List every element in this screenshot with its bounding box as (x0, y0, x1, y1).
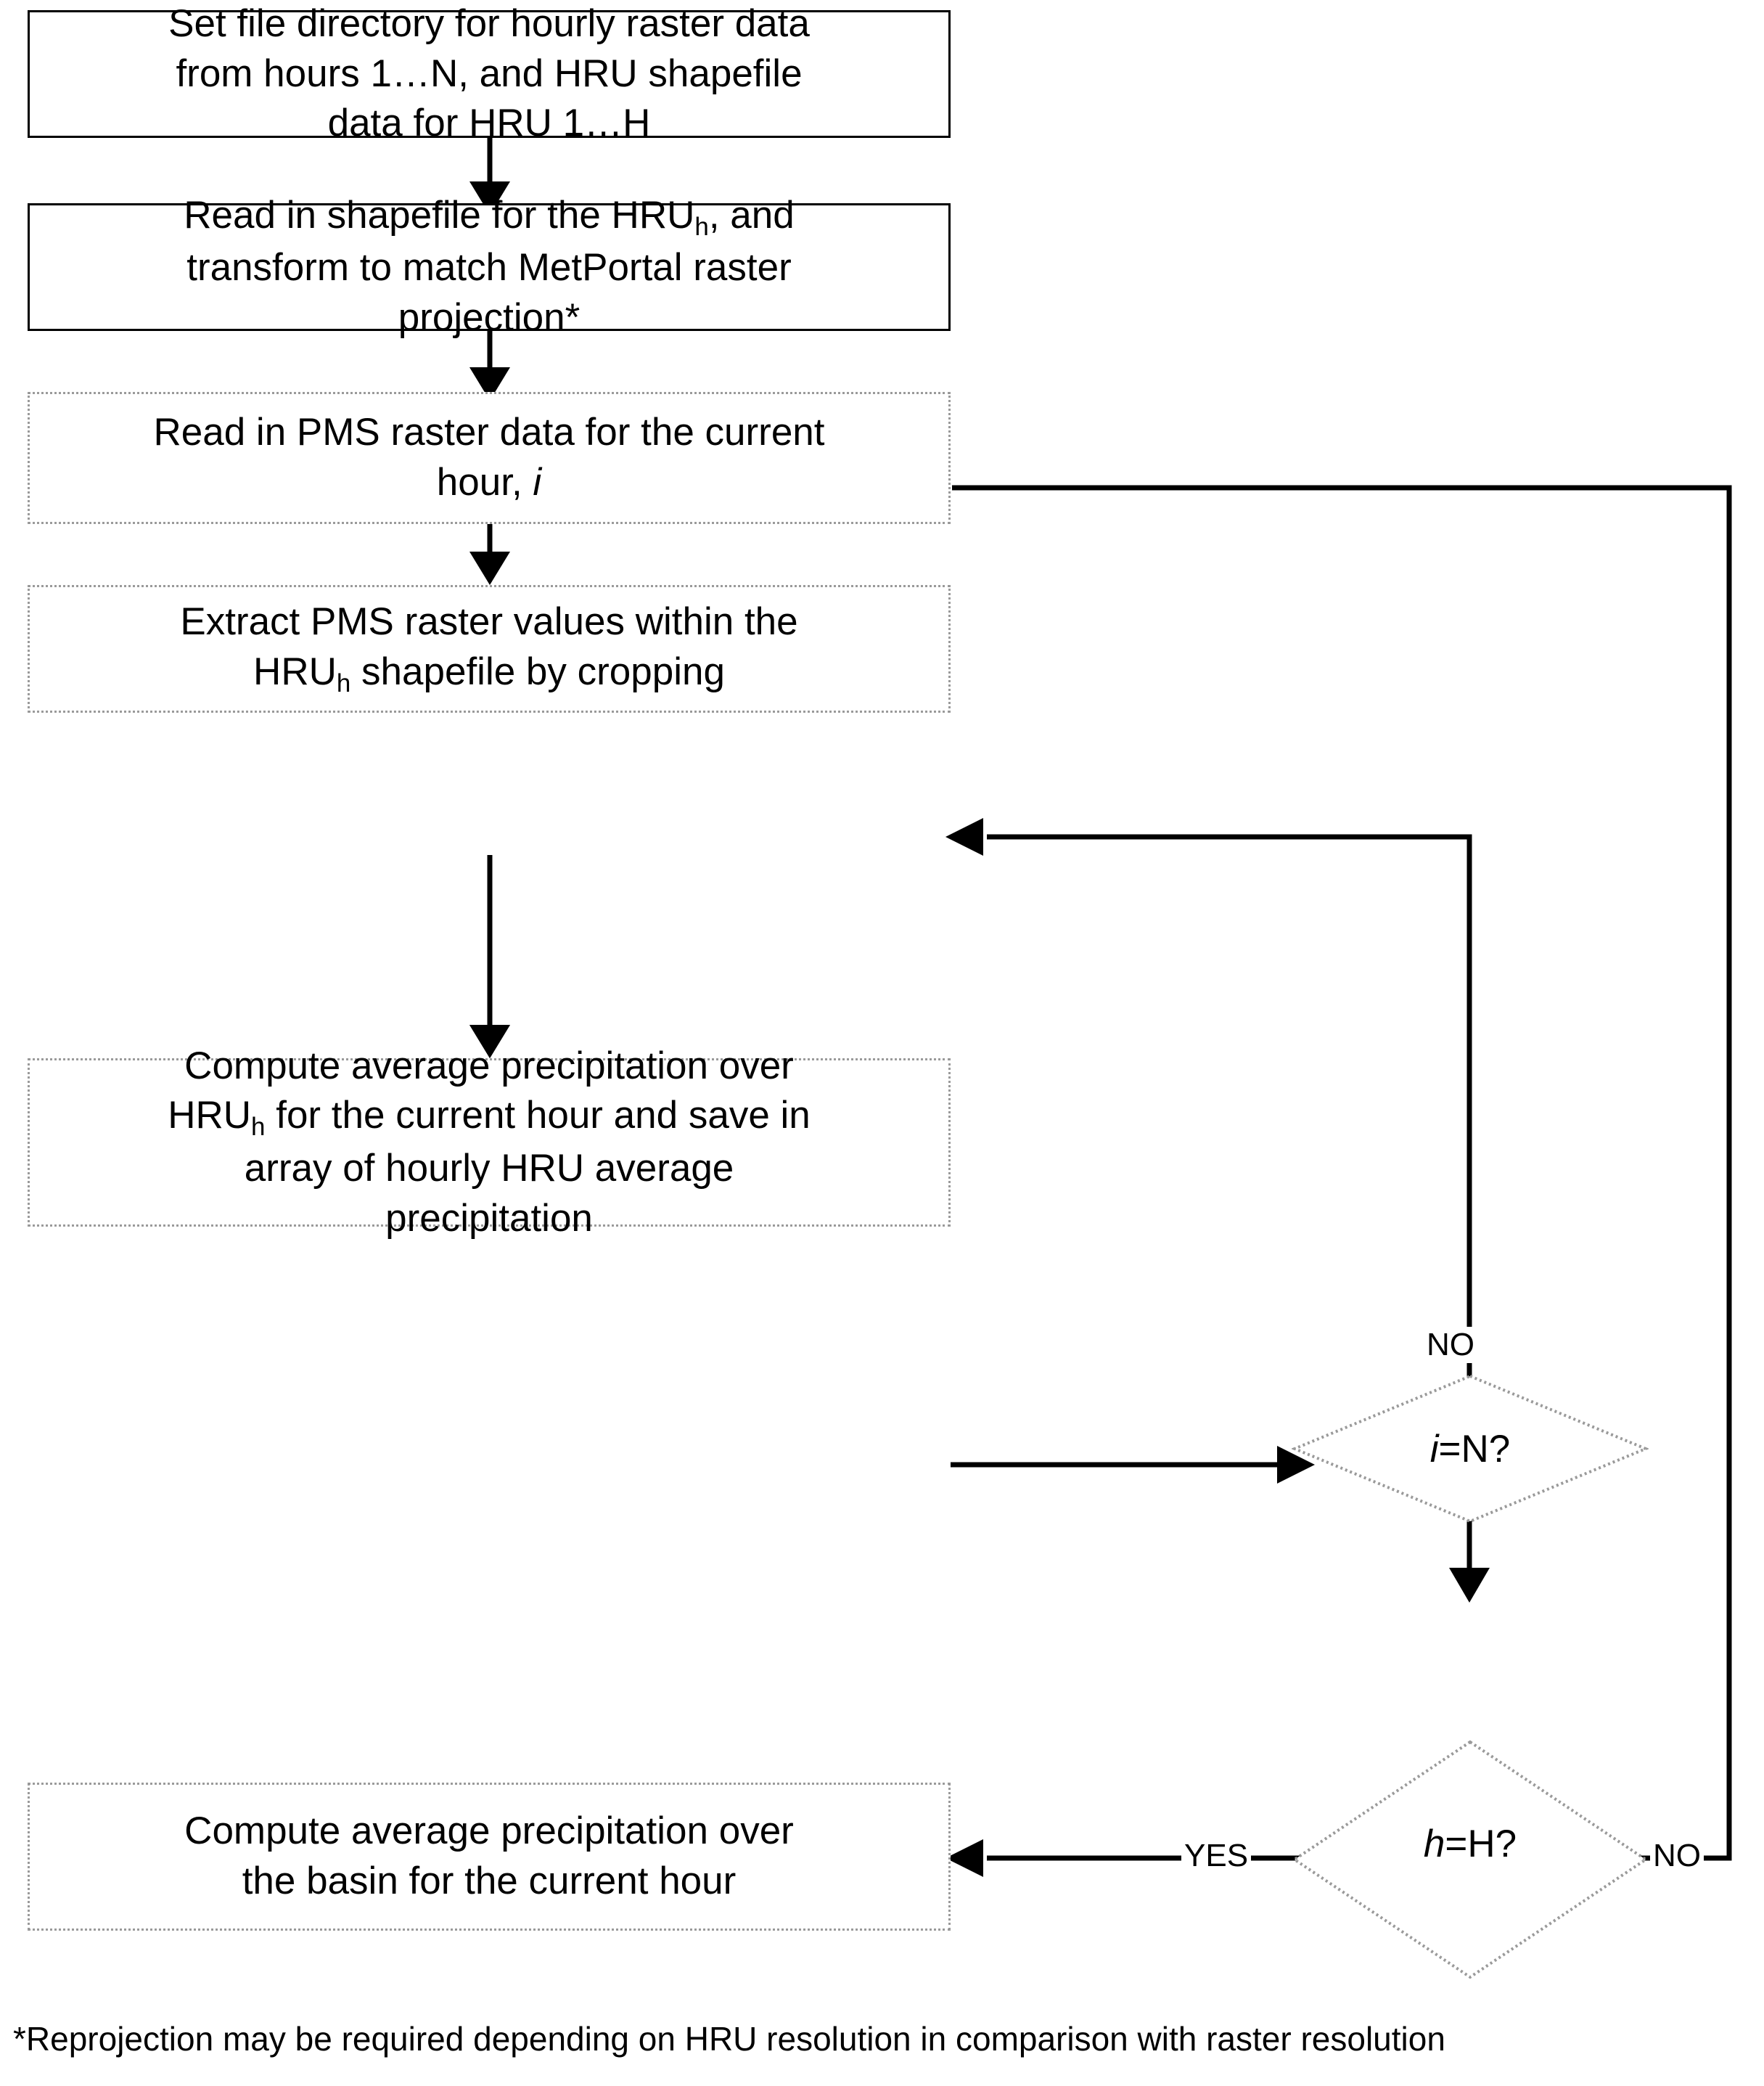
connector-d1-to-d2 (1449, 1518, 1490, 1603)
edge-label-d2-no: NO (1650, 1838, 1704, 1874)
connector-n4-to-n5 (469, 855, 510, 1058)
connector-d1-no-to-n3 (945, 818, 1472, 1379)
connector-n2-to-n3 (469, 328, 510, 401)
connector-d2-yes-to-n6 (945, 1839, 1306, 1877)
process-node-1-text: Set file directory for hourly raster dat… (168, 1, 810, 145)
connector-d2-no-to-n2 (952, 485, 1732, 1861)
connector-n3-to-n4-visible (469, 521, 510, 585)
edge-label-d1-no: NO (1424, 1327, 1477, 1363)
connector-n1-to-n2 (469, 136, 510, 215)
decision-node-2-label: h=H? (1423, 1823, 1517, 1865)
decision-node-1-label: i=N? (1429, 1428, 1511, 1471)
connector-n5-to-d1 (951, 1446, 1315, 1484)
decision-node-i-equals-n (1292, 1374, 1649, 1523)
footnote-reprojection: *Reprojection may be required depending … (13, 2020, 1445, 2058)
decision-node-h-equals-h (1292, 1740, 1649, 1979)
edge-label-d2-yes: YES (1181, 1838, 1252, 1874)
process-node-set-file-directory: Set file directory for hourly raster dat… (28, 2, 951, 144)
